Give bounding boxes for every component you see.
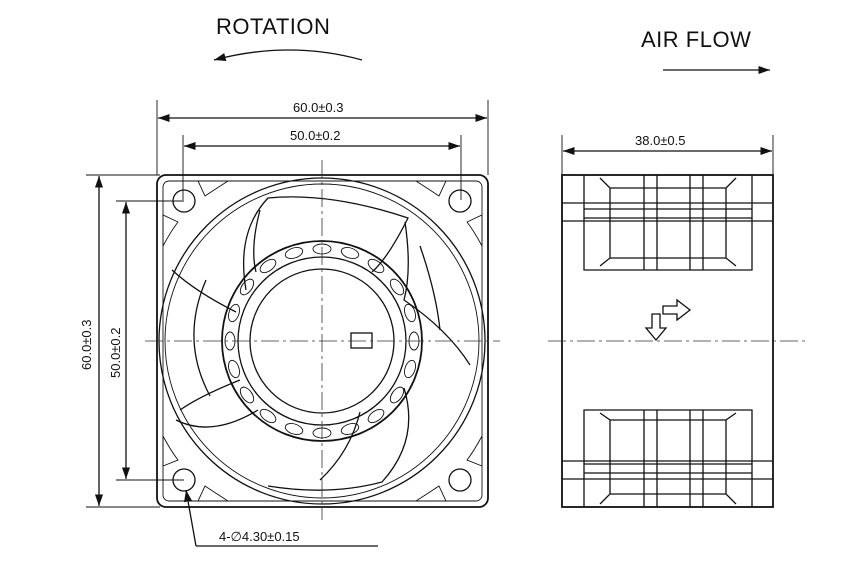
- hole-spacing-height-dimension: 50.0±0.2: [108, 327, 123, 378]
- side-bottom-ribs: [562, 409, 773, 507]
- mounting-hole-dimension: 4-∅4.30±0.15: [219, 529, 300, 544]
- outer-width-dimension: 60.0±0.3: [293, 100, 344, 115]
- side-view: 38.0±0.5: [548, 133, 806, 508]
- rotation-arrow: [213, 49, 363, 61]
- mounting-hole-top-left: [172, 189, 196, 213]
- rotation-direction-icon: [644, 313, 668, 342]
- mounting-hole-bottom-left: [172, 468, 196, 492]
- front-view: 60.0±0.3 50.0±0.2 60.0±0.3 50.0±0.2: [79, 100, 500, 547]
- air-flow-label: AIR FLOW: [641, 27, 751, 52]
- rotation-label: ROTATION: [216, 14, 330, 39]
- airflow-direction-icon: [662, 298, 692, 322]
- label-area: [350, 332, 373, 349]
- mounting-hole-bottom-right: [448, 468, 472, 492]
- hole-spacing-width-dimension: 50.0±0.2: [290, 128, 341, 143]
- fan-blades: [171, 196, 471, 491]
- mounting-hole-top-right: [448, 189, 472, 213]
- depth-dimension: 38.0±0.5: [635, 133, 686, 148]
- outer-height-dimension: 60.0±0.3: [79, 319, 94, 370]
- side-top-ribs: [562, 175, 773, 271]
